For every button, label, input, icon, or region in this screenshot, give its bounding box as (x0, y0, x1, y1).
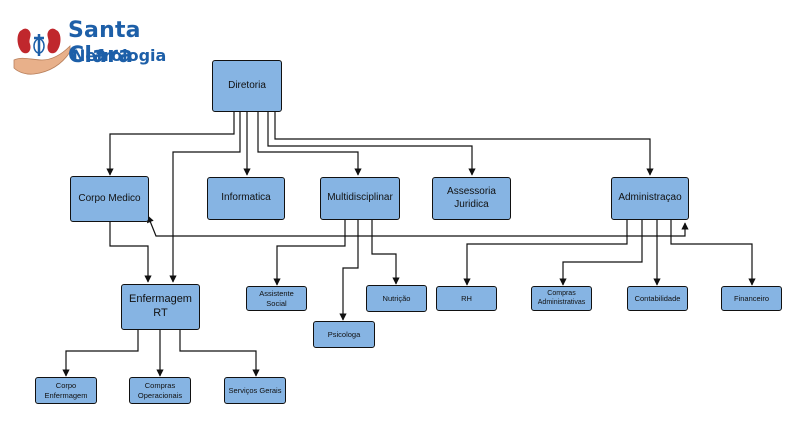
node-corpo-enfermagem[interactable]: Corpo Enfermagem (35, 377, 97, 404)
edge-corpo-medico-enfermagem (109, 222, 152, 283)
node-multidisciplinar[interactable]: Multidisciplinar (320, 177, 400, 220)
edge-multi-psicologa (339, 220, 359, 321)
node-compras-operacionais[interactable]: Compras Operacionais (129, 377, 191, 404)
edge-diretoria-multidisciplinar (257, 112, 362, 176)
brand-subtitle: Nefrologia (72, 46, 167, 65)
node-informatica[interactable]: Informatica (207, 177, 285, 220)
edge-adm-financeiro (670, 220, 756, 286)
node-contabilidade[interactable]: Contabilidade (627, 286, 688, 311)
edge-diretoria-corpo-medico (106, 112, 235, 176)
edge-enf-corpo (62, 330, 139, 377)
kidney-hand-icon (13, 28, 71, 75)
node-administracao[interactable]: Administraçao (611, 177, 689, 220)
node-assessoria-juridica[interactable]: Assessoria Juridica (432, 177, 511, 220)
node-servicos-gerais[interactable]: Serviços Gerais (224, 377, 286, 404)
edge-adm-compras (559, 220, 643, 286)
node-corpo-medico[interactable]: Corpo Medico (70, 176, 149, 222)
edge-adm-rh (463, 220, 628, 286)
edge-multi-assistente (273, 220, 346, 286)
edge-corpo-medico-administracao (147, 215, 689, 237)
node-financeiro[interactable]: Financeiro (721, 286, 782, 311)
node-psicologa[interactable]: Psicologa (313, 321, 375, 348)
edge-enf-servicos (179, 330, 260, 377)
node-diretoria[interactable]: Diretoria (212, 60, 282, 112)
logo: Santa Clara Nefrologia (12, 16, 212, 78)
edge-multi-nutricao (371, 220, 400, 285)
node-enfermagem-rt[interactable]: Enfermagem RT (121, 284, 200, 330)
node-compras-administrativas[interactable]: Compras Administrativas (531, 286, 592, 311)
brand-name: Santa Clara (68, 18, 141, 68)
node-rh[interactable]: RH (436, 286, 497, 311)
edge-diretoria-administracao (274, 112, 654, 176)
edge-diretoria-assessoria (267, 112, 476, 176)
node-assistente-social[interactable]: Assistente Social (246, 286, 307, 311)
node-nutricao[interactable]: Nutrição (366, 285, 427, 312)
